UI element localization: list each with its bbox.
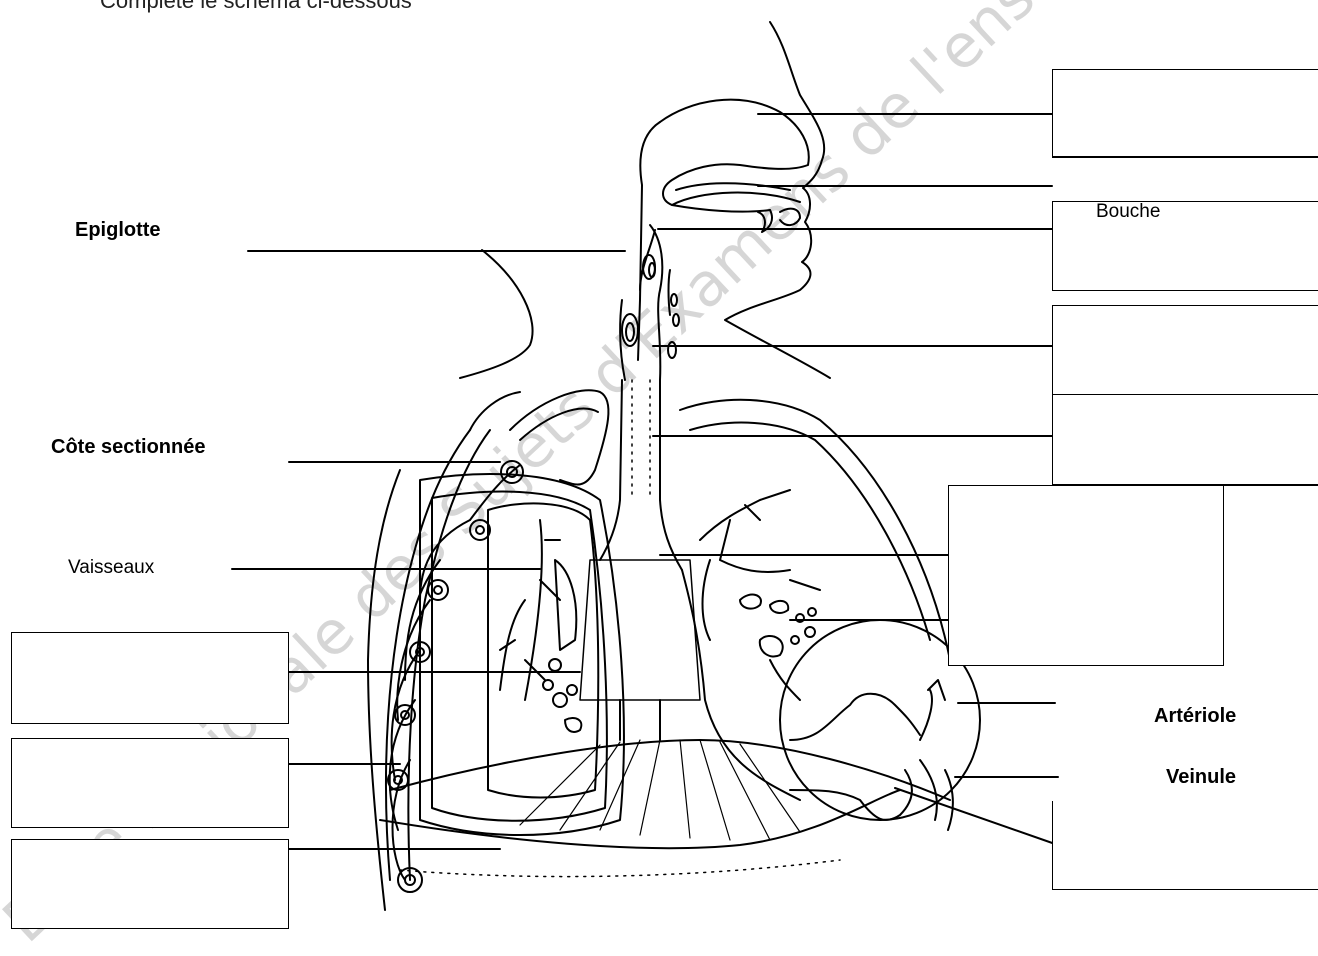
label-bouche: Bouche bbox=[1096, 201, 1160, 223]
answer-box-3[interactable] bbox=[1052, 305, 1318, 395]
trachea bbox=[600, 380, 682, 570]
answer-box-2[interactable] bbox=[1052, 201, 1318, 291]
label-arteriole: Artériole bbox=[1154, 705, 1236, 728]
label-veinule: Veinule bbox=[1166, 766, 1236, 789]
pointer-lines bbox=[232, 114, 1058, 849]
answer-box-1-top-rule bbox=[1052, 157, 1318, 158]
answer-box-10[interactable] bbox=[11, 738, 289, 828]
rib-cage bbox=[368, 392, 523, 910]
respiratory-diagram: Complète le schéma ci-dessous Base Natio… bbox=[0, 0, 1318, 922]
label-cote-sectionnee: Côte sectionnée bbox=[51, 436, 205, 459]
answer-box-4[interactable] bbox=[1052, 395, 1318, 485]
answer-box-8[interactable] bbox=[1052, 801, 1318, 890]
label-vaisseaux: Vaisseaux bbox=[68, 557, 154, 579]
answer-box-1[interactable] bbox=[1052, 69, 1318, 157]
answer-box-6[interactable] bbox=[948, 574, 1224, 666]
answer-box-5[interactable] bbox=[948, 485, 1224, 575]
diaphragm bbox=[380, 560, 950, 877]
right-lung bbox=[420, 390, 624, 835]
answer-box-9[interactable] bbox=[11, 632, 289, 724]
shoulder-curve bbox=[460, 250, 533, 378]
label-epiglotte: Epiglotte bbox=[75, 219, 161, 242]
answer-box-11[interactable] bbox=[11, 839, 289, 929]
answer-box-5-tail bbox=[1224, 485, 1318, 486]
head-outline bbox=[620, 22, 830, 380]
